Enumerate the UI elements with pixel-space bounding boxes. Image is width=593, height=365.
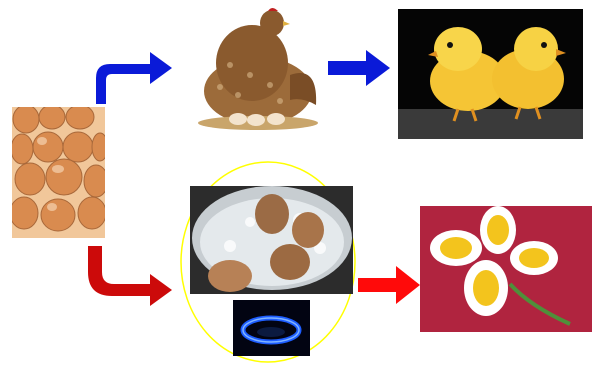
arrow-eggs-to-boiling xyxy=(88,246,172,306)
arrow-hen-to-chicks xyxy=(328,50,390,86)
eggs-carton-photo xyxy=(12,107,105,238)
hen-on-nest-photo xyxy=(190,5,325,135)
gas-burner-flame-photo xyxy=(233,300,310,356)
two-chicks-photo xyxy=(398,9,583,139)
arrow-boiling-to-sliced xyxy=(358,266,420,304)
sliced-boiled-eggs-photo xyxy=(420,206,592,332)
boiling-eggs-pot-photo xyxy=(190,186,353,294)
arrow-eggs-to-hen xyxy=(96,52,172,104)
